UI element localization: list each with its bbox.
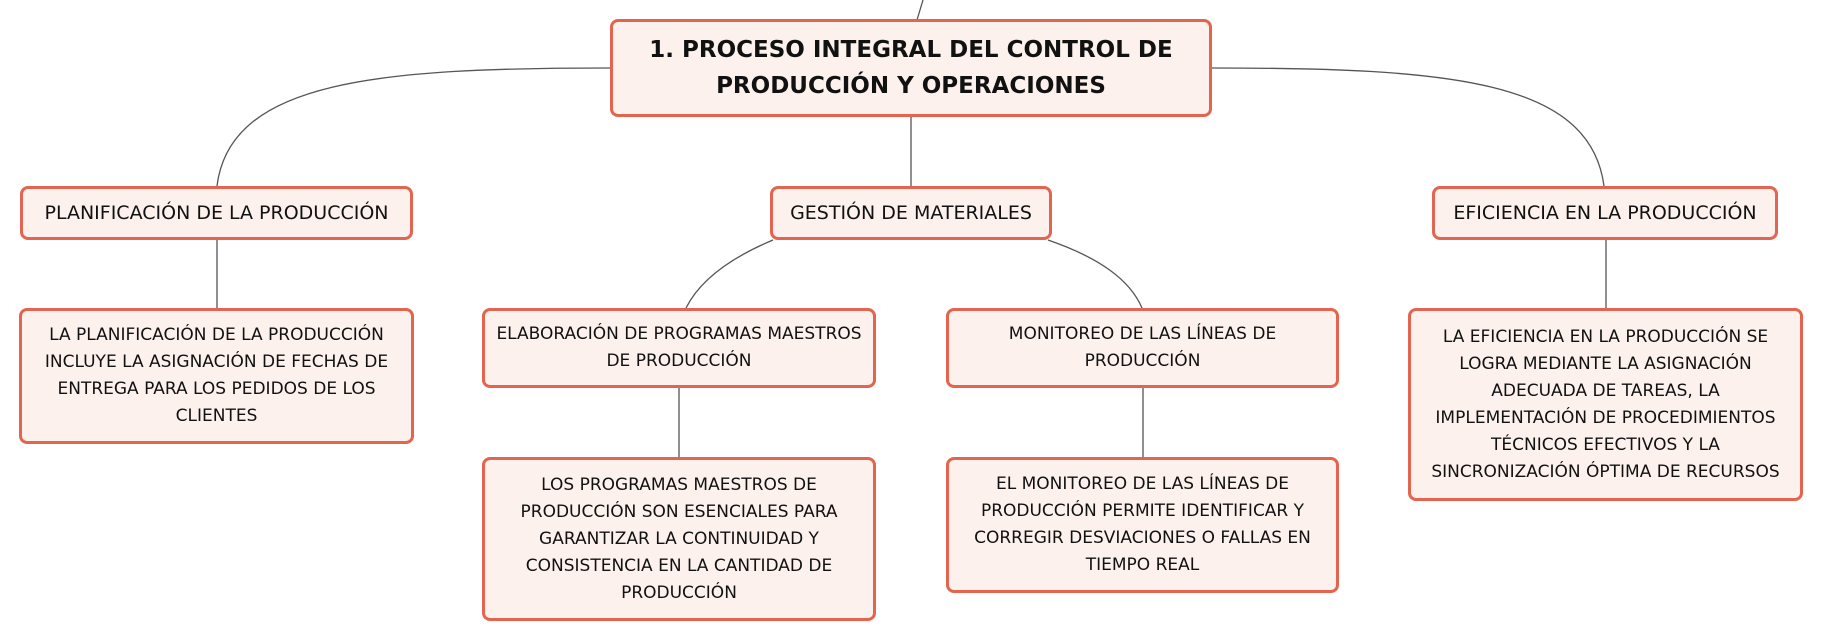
connector-root-upstream	[916, 0, 924, 21]
connector-gestion-programas	[685, 239, 774, 309]
topic-planificacion-label: PLANIFICACIÓN DE LA PRODUCCIÓN	[44, 202, 389, 224]
detail-eficiencia[interactable]: LA EFICIENCIA EN LA PRODUCCIÓN SE LOGRA …	[1408, 308, 1803, 501]
connector-root-planificacion	[216, 67, 611, 187]
subtopic-monitoreo-label: MONITOREO DE LAS LÍNEAS DE PRODUCCIÓN	[1008, 324, 1277, 371]
topic-eficiencia[interactable]: EFICIENCIA EN LA PRODUCCIÓN	[1432, 186, 1778, 240]
detail-monitoreo-text: EL MONITOREO DE LAS LÍNEAS DE PRODUCCIÓN…	[974, 474, 1311, 575]
connector-root-eficiencia	[1211, 67, 1605, 187]
root-topic[interactable]: 1. PROCESO INTEGRAL DEL CONTROL DE PRODU…	[610, 19, 1212, 117]
subtopic-monitoreo[interactable]: MONITOREO DE LAS LÍNEAS DE PRODUCCIÓN	[946, 308, 1339, 388]
detail-programas-maestros[interactable]: LOS PROGRAMAS MAESTROS DE PRODUCCIÓN SON…	[482, 457, 876, 621]
root-topic-label: 1. PROCESO INTEGRAL DEL CONTROL DE PRODU…	[649, 37, 1173, 99]
detail-monitoreo[interactable]: EL MONITOREO DE LAS LÍNEAS DE PRODUCCIÓN…	[946, 457, 1339, 593]
detail-programas-maestros-text: LOS PROGRAMAS MAESTROS DE PRODUCCIÓN SON…	[520, 474, 838, 603]
detail-eficiencia-text: LA EFICIENCIA EN LA PRODUCCIÓN SE LOGRA …	[1431, 326, 1780, 482]
detail-planificacion-text: LA PLANIFICACIÓN DE LA PRODUCCIÓN INCLUY…	[44, 325, 389, 426]
topic-planificacion[interactable]: PLANIFICACIÓN DE LA PRODUCCIÓN	[20, 186, 413, 240]
detail-planificacion[interactable]: LA PLANIFICACIÓN DE LA PRODUCCIÓN INCLUY…	[19, 308, 414, 444]
connector-gestion-monitoreo	[1047, 239, 1143, 309]
topic-gestion-label: GESTIÓN DE MATERIALES	[790, 202, 1032, 224]
subtopic-programas-maestros-label: ELABORACIÓN DE PROGRAMAS MAESTROS DE PRO…	[496, 324, 862, 371]
subtopic-programas-maestros[interactable]: ELABORACIÓN DE PROGRAMAS MAESTROS DE PRO…	[482, 308, 876, 388]
topic-gestion[interactable]: GESTIÓN DE MATERIALES	[770, 186, 1052, 240]
topic-eficiencia-label: EFICIENCIA EN LA PRODUCCIÓN	[1453, 202, 1757, 224]
